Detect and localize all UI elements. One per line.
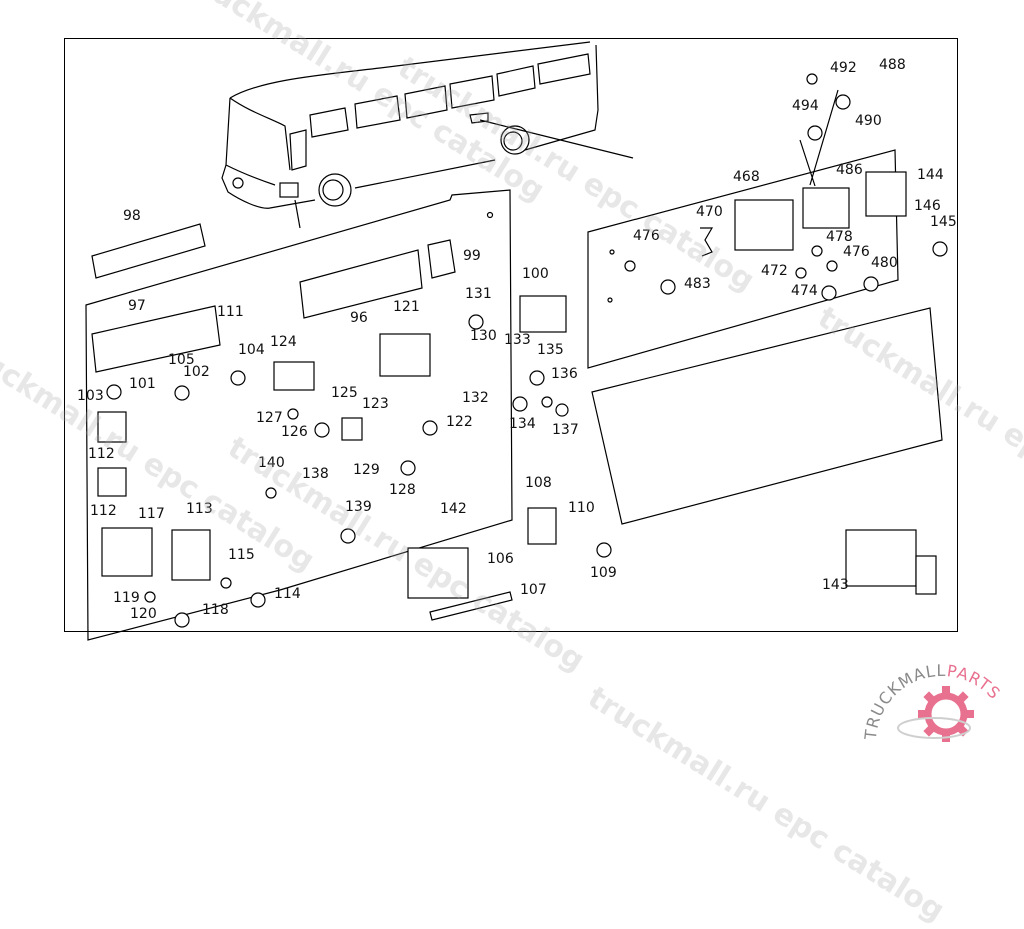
part-label-97[interactable]: 97 xyxy=(128,298,146,314)
part-label-112[interactable]: 112 xyxy=(90,503,117,519)
bus-illustration xyxy=(221,41,634,229)
part-label-121[interactable]: 121 xyxy=(393,299,420,315)
part-label-145[interactable]: 145 xyxy=(930,214,957,230)
part-label-131[interactable]: 131 xyxy=(465,286,492,302)
main-panel xyxy=(85,189,513,641)
part-label-143[interactable]: 143 xyxy=(822,577,849,593)
part-label-119[interactable]: 119 xyxy=(113,590,140,606)
gear-tooth xyxy=(956,691,969,704)
part-label-114[interactable]: 114 xyxy=(274,586,301,602)
part-label-110[interactable]: 110 xyxy=(568,500,595,516)
part-label-112[interactable]: 112 xyxy=(88,446,115,462)
part-label-122[interactable]: 122 xyxy=(446,414,473,430)
gear-tooth xyxy=(965,710,974,718)
part-label-140[interactable]: 140 xyxy=(258,455,285,471)
screws xyxy=(106,73,948,628)
truckmallparts-logo: TRUCKMALLPARTS xyxy=(858,652,1024,750)
part-label-142[interactable]: 142 xyxy=(440,501,467,517)
parts-illustration xyxy=(85,41,948,641)
part-label-472[interactable]: 472 xyxy=(761,263,788,279)
gear-tooth xyxy=(942,686,950,695)
part-label-470[interactable]: 470 xyxy=(696,204,723,220)
part-label-144[interactable]: 144 xyxy=(917,167,944,183)
part-label-492[interactable]: 492 xyxy=(830,60,857,76)
part-label-109[interactable]: 109 xyxy=(590,565,617,581)
part-label-130[interactable]: 130 xyxy=(470,328,497,344)
part-label-137[interactable]: 137 xyxy=(552,422,579,438)
part-label-476[interactable]: 476 xyxy=(843,244,870,260)
part-label-132[interactable]: 132 xyxy=(462,390,489,406)
part-label-111[interactable]: 111 xyxy=(217,304,244,320)
part-label-494[interactable]: 494 xyxy=(792,98,819,114)
part-label-118[interactable]: 118 xyxy=(202,602,229,618)
part-label-100[interactable]: 100 xyxy=(522,266,549,282)
gear-tooth xyxy=(923,724,936,737)
part-label-120[interactable]: 120 xyxy=(130,606,157,622)
part-label-135[interactable]: 135 xyxy=(537,342,564,358)
gear-logo-icon: TRUCKMALLPARTS xyxy=(861,661,1003,742)
part-label-99[interactable]: 99 xyxy=(463,248,481,264)
part-label-134[interactable]: 134 xyxy=(509,416,536,432)
part-label-102[interactable]: 102 xyxy=(183,364,210,380)
part-label-139[interactable]: 139 xyxy=(345,499,372,515)
part-label-117[interactable]: 117 xyxy=(138,506,165,522)
part-label-101[interactable]: 101 xyxy=(129,376,156,392)
part-label-133[interactable]: 133 xyxy=(504,332,531,348)
part-label-468[interactable]: 468 xyxy=(733,169,760,185)
part-label-490[interactable]: 490 xyxy=(855,113,882,129)
part-label-107[interactable]: 107 xyxy=(520,582,547,598)
part-label-129[interactable]: 129 xyxy=(353,462,380,478)
part-label-483[interactable]: 483 xyxy=(684,276,711,292)
part-label-488[interactable]: 488 xyxy=(879,57,906,73)
right-panel xyxy=(587,89,943,595)
part-label-98[interactable]: 98 xyxy=(123,208,141,224)
part-label-124[interactable]: 124 xyxy=(270,334,297,350)
part-label-104[interactable]: 104 xyxy=(238,342,265,358)
part-label-476[interactable]: 476 xyxy=(633,228,660,244)
part-label-138[interactable]: 138 xyxy=(302,466,329,482)
part-label-123[interactable]: 123 xyxy=(362,396,389,412)
part-label-128[interactable]: 128 xyxy=(389,482,416,498)
part-label-115[interactable]: 115 xyxy=(228,547,255,563)
part-label-478[interactable]: 478 xyxy=(826,229,853,245)
part-label-480[interactable]: 480 xyxy=(871,255,898,271)
part-label-96[interactable]: 96 xyxy=(350,310,368,326)
part-label-127[interactable]: 127 xyxy=(256,410,283,426)
part-label-136[interactable]: 136 xyxy=(551,366,578,382)
part-label-126[interactable]: 126 xyxy=(281,424,308,440)
part-label-474[interactable]: 474 xyxy=(791,283,818,299)
part-label-146[interactable]: 146 xyxy=(914,198,941,214)
part-label-125[interactable]: 125 xyxy=(331,385,358,401)
gear-tooth xyxy=(923,691,936,704)
part-label-106[interactable]: 106 xyxy=(487,551,514,567)
gear-tooth xyxy=(918,710,927,718)
part-label-103[interactable]: 103 xyxy=(77,388,104,404)
part-label-486[interactable]: 486 xyxy=(836,162,863,178)
part-label-113[interactable]: 113 xyxy=(186,501,213,517)
relay-parts xyxy=(97,295,567,621)
part-label-108[interactable]: 108 xyxy=(525,475,552,491)
part-label-105[interactable]: 105 xyxy=(168,352,195,368)
